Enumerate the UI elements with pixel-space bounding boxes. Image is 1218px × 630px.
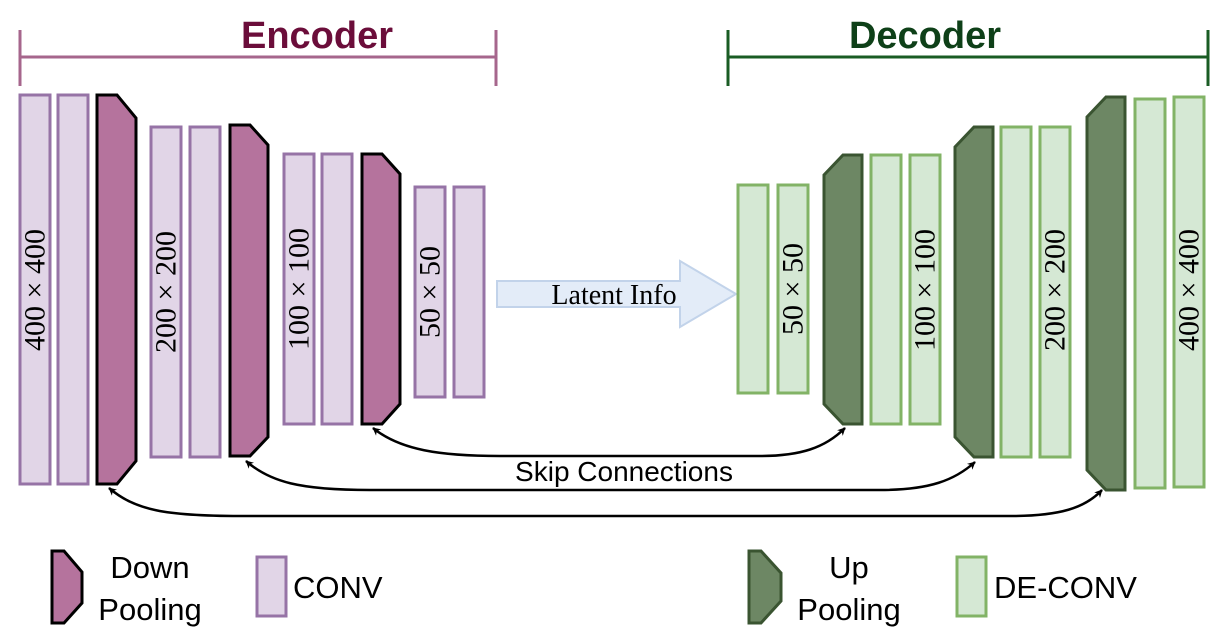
legend-down-pooling-label-line1: Down [110,550,189,585]
skip-connection-arrow-50 [372,427,846,458]
encoder-size-label-100: 100 × 100 [283,228,316,350]
legend-deconv-swatch [955,555,988,618]
encoder-title: Encoder [241,15,393,57]
encoder-down-pooling-block [95,93,138,486]
encoder-size-label-400: 400 × 400 [19,229,52,351]
legend-down-pooling: Down Pooling [50,549,202,627]
encoder-bracket [18,30,498,86]
decoder-up-pooling-block [822,153,864,426]
skip-connection-arrow-200 [108,487,1103,518]
encoder-conv-block [56,93,90,486]
decoder-up-pooling-block [1085,95,1127,492]
legend-down-pooling-label-line2: Pooling [98,592,201,627]
encoder-conv-block [282,152,316,426]
encoder-conv-block [413,185,447,399]
decoder-stage-400: 400 × 400 [1133,95,1206,490]
legend-deconv: DE-CONV [955,555,1137,618]
skip-connections: Skip Connections [108,427,1103,518]
skip-connections-label: Skip Connections [515,456,733,487]
decoder-deconv-block [736,183,770,395]
decoder-deconv-block [869,153,903,426]
decoder-deconv-block [999,125,1033,459]
legend-conv: CONV [255,555,383,618]
legend: Down Pooling CONV Up Pooling DE-CONV [50,549,1137,627]
legend-deconv-label: DE-CONV [994,570,1137,605]
legend-up-pooling-swatch [747,549,783,625]
encoder-down-pooling-block [360,152,402,426]
encoder-stage-200: 200 × 200 [149,123,270,459]
decoder-deconv-block [1038,125,1072,459]
decoder-header: Decoder [726,15,1210,86]
encoder-conv-block [452,185,486,399]
legend-conv-label: CONV [293,570,383,605]
decoder-deconv-block [1133,97,1167,490]
decoder-size-label-50: 50 × 50 [777,243,810,335]
decoder-stage-100: 100 × 100 [869,125,995,459]
decoder-size-label-100: 100 × 100 [909,229,942,351]
encoder-size-label-200: 200 × 200 [150,231,183,353]
encoder-conv-block [149,125,183,459]
encoder-header: Encoder [18,15,498,86]
encoder-stage-400: 400 × 400 [18,93,138,486]
legend-down-pooling-swatch [50,549,84,625]
encoder-stage-50: 50 × 50 [413,185,486,399]
decoder-stage-200: 200 × 200 [999,95,1127,492]
decoder-deconv-block [776,183,810,395]
decoder-size-label-200: 200 × 200 [1039,229,1072,351]
legend-conv-swatch [255,555,288,618]
decoder-deconv-block [1172,95,1206,489]
decoder-bracket [726,30,1210,86]
encoder-down-pooling-block [228,123,270,458]
decoder-title: Decoder [849,15,1001,57]
encoder-size-label-50: 50 × 50 [414,246,447,338]
encoder-conv-block [188,125,222,459]
latent-info-label: Latent Info [551,280,676,311]
decoder-size-label-400: 400 × 400 [1173,229,1206,351]
encoder-conv-block [18,93,52,486]
latent-info-arrow: Latent Info [496,259,738,329]
legend-up-pooling-label-line1: Up [829,550,869,585]
decoder-deconv-block [908,153,942,426]
legend-up-pooling-label-line2: Pooling [797,592,900,627]
encoder-stage-100: 100 × 100 [282,152,402,426]
legend-up-pooling: Up Pooling [747,549,901,627]
decoder-up-pooling-block [953,125,995,459]
encoder-conv-block [320,152,354,426]
decoder-stage-50: 50 × 50 [736,153,864,426]
latent-arrow-shape [496,259,738,329]
